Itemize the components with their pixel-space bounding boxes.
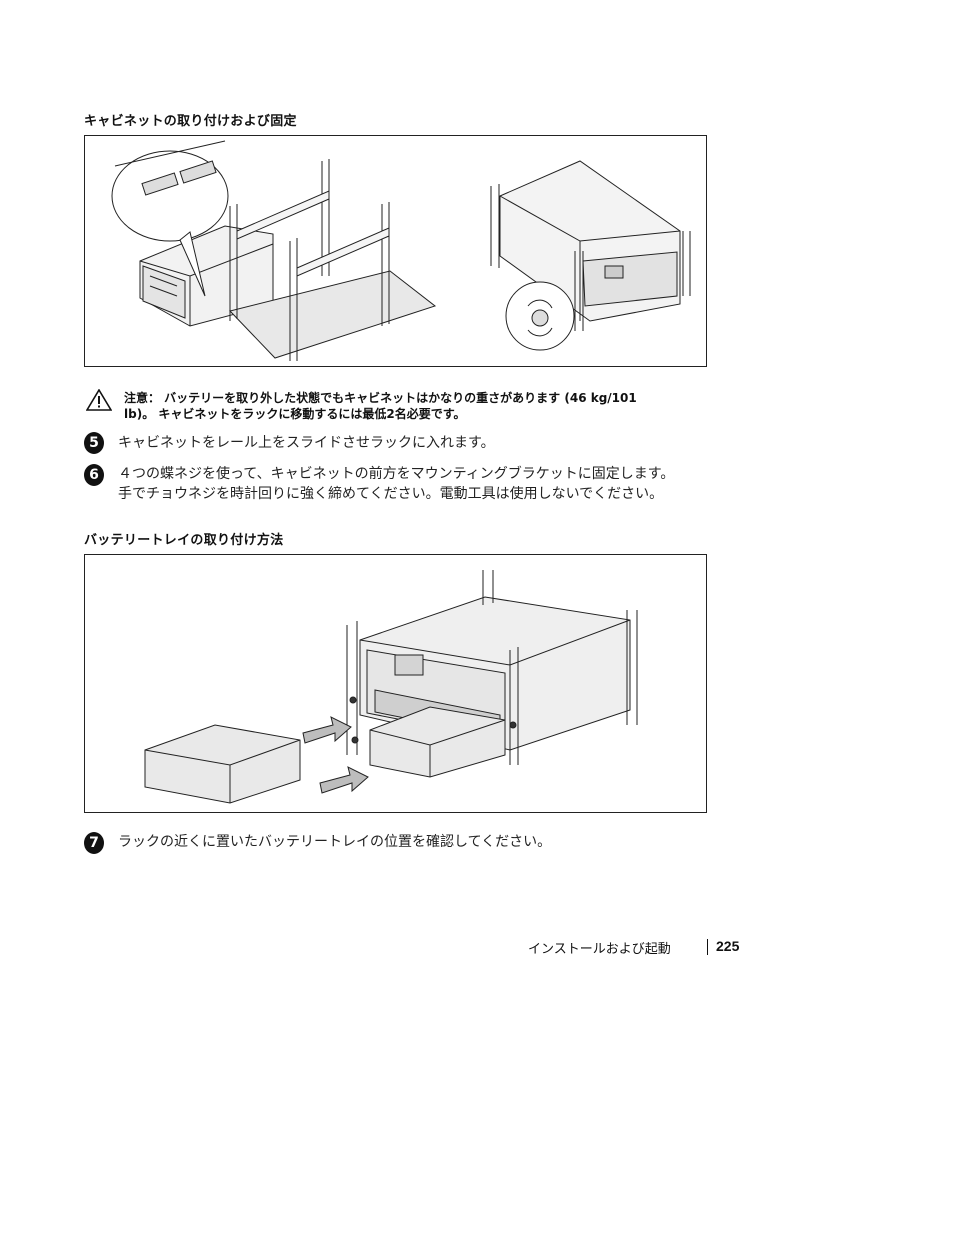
caution-line-1: 注意： バッテリーを取り外した状態でもキャビネットはかなりの重さがあります (4…	[124, 391, 637, 405]
step-5-badge: 5	[84, 432, 104, 454]
cabinet-installation-illustration	[111, 140, 691, 361]
figure-cabinet-installation	[84, 135, 707, 367]
caution-icon	[86, 389, 112, 411]
step-6-text-line-1: ４つの蝶ネジを使って、キャビネットの前方をマウンティングブラケットに固定します。	[118, 466, 675, 482]
footer-page-number: 225	[716, 938, 740, 954]
step-7-text: ラックの近くに置いたバッテリートレイの位置を確認してください。	[118, 834, 552, 850]
figure-battery-tray-installation	[84, 554, 707, 813]
step-6-badge: 6	[84, 464, 104, 486]
section-heading-cabinet: キャビネットの取り付けおよび固定	[84, 114, 297, 129]
caution-note: 注意： バッテリーを取り外した状態でもキャビネットはかなりの重さがあります (4…	[124, 390, 744, 422]
footer-chapter-title: インストールおよび起動	[528, 942, 671, 957]
battery-tray-illustration	[144, 570, 638, 804]
step-6-text-line-2: 手でチョウネジを時計回りに強く締めてください。電動工具は使用しないでください。	[118, 486, 664, 502]
section-heading-battery-tray: バッテリートレイの取り付け方法	[84, 533, 284, 548]
step-7-badge: 7	[84, 832, 104, 854]
step-5-text: キャビネットをレール上をスライドさせラックに入れます。	[118, 435, 495, 451]
caution-line-2: lb)。 キャビネットをラックに移動するには最低2名必要です。	[124, 407, 466, 421]
footer-separator	[707, 939, 708, 955]
